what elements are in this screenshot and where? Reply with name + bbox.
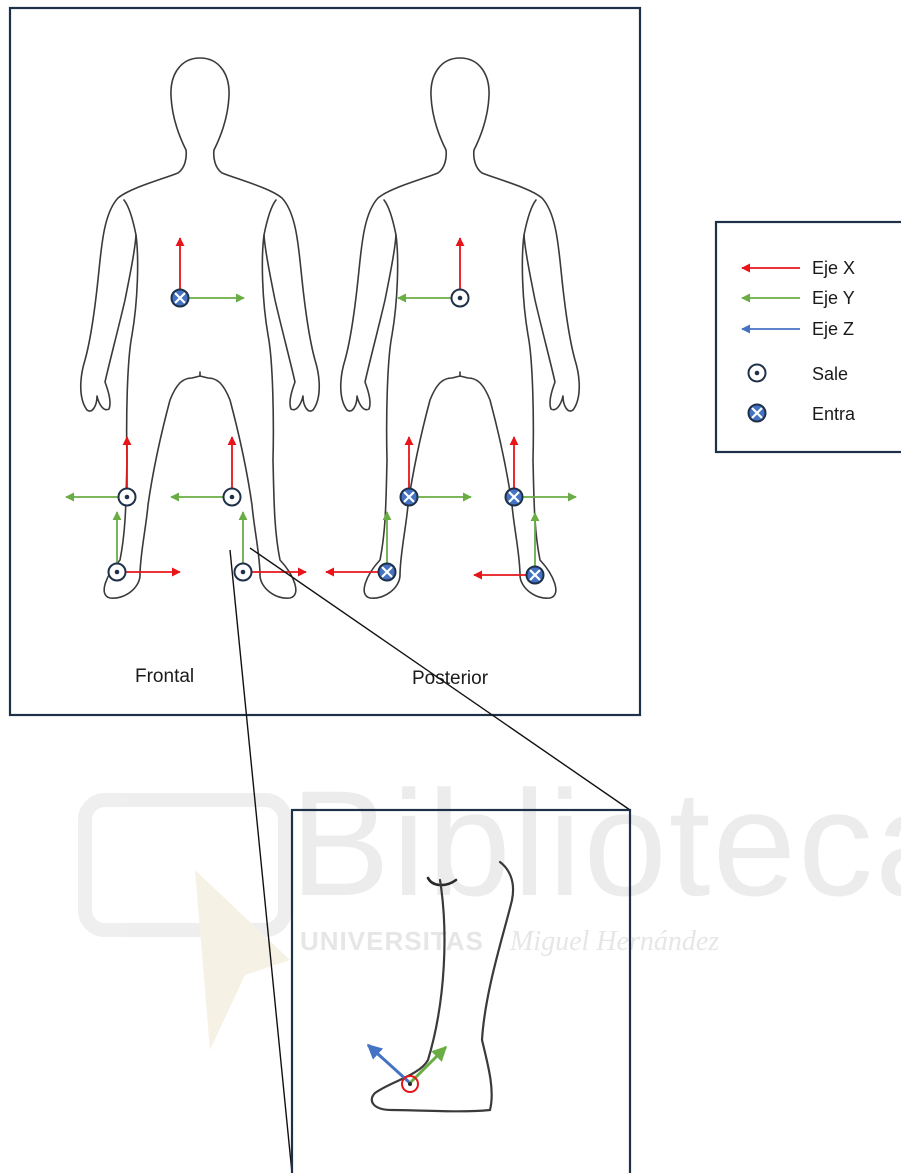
main-frame bbox=[10, 8, 640, 715]
watermark-subtitle-upper: UNIVERSITAS bbox=[300, 926, 484, 956]
legend-item-sale: Sale bbox=[749, 364, 849, 384]
entra-cross-circle-icon bbox=[749, 405, 766, 422]
post-knee-r-entra-icon bbox=[506, 489, 523, 506]
frontal-sensors bbox=[66, 238, 306, 581]
watermark-title: Biblioteca bbox=[290, 759, 901, 927]
watermark-subtitle-lower: Miguel Hernández bbox=[509, 926, 719, 957]
post-pelvis-sale-icon bbox=[452, 290, 469, 307]
ankle-r-sale-icon bbox=[109, 564, 126, 581]
post-knee-l-entra-icon bbox=[401, 489, 418, 506]
legend-item-eje-y: Eje Y bbox=[742, 288, 855, 308]
post-ankle-l-entra-icon bbox=[379, 564, 396, 581]
sale-dot-circle-icon bbox=[749, 365, 766, 382]
post-ankle-r-entra-icon bbox=[527, 567, 544, 584]
posterior-sensors bbox=[326, 238, 576, 584]
ankle-l-sale-icon bbox=[235, 564, 252, 581]
legend-label: Eje Z bbox=[812, 319, 854, 339]
knee-l-sale-icon bbox=[224, 489, 241, 506]
pelvis-entra-icon bbox=[172, 290, 189, 307]
legend: Eje X Eje Y Eje Z Sale Entra bbox=[716, 222, 901, 452]
knee-r-sale-icon bbox=[119, 489, 136, 506]
view-label-frontal: Frontal bbox=[135, 666, 194, 687]
watermark: Biblioteca UNIVERSITAS Miguel Hernández bbox=[85, 759, 901, 1050]
legend-label: Sale bbox=[812, 364, 848, 384]
legend-label: Entra bbox=[812, 404, 856, 424]
zoom-z-axis bbox=[368, 1045, 410, 1083]
legend-label: Eje X bbox=[812, 258, 855, 278]
legend-box bbox=[716, 222, 901, 452]
legend-item-entra: Entra bbox=[749, 404, 857, 424]
posterior-figure bbox=[341, 58, 580, 598]
legend-item-eje-x: Eje X bbox=[742, 258, 855, 278]
legend-label: Eje Y bbox=[812, 288, 855, 308]
legend-item-eje-z: Eje Z bbox=[742, 319, 854, 339]
